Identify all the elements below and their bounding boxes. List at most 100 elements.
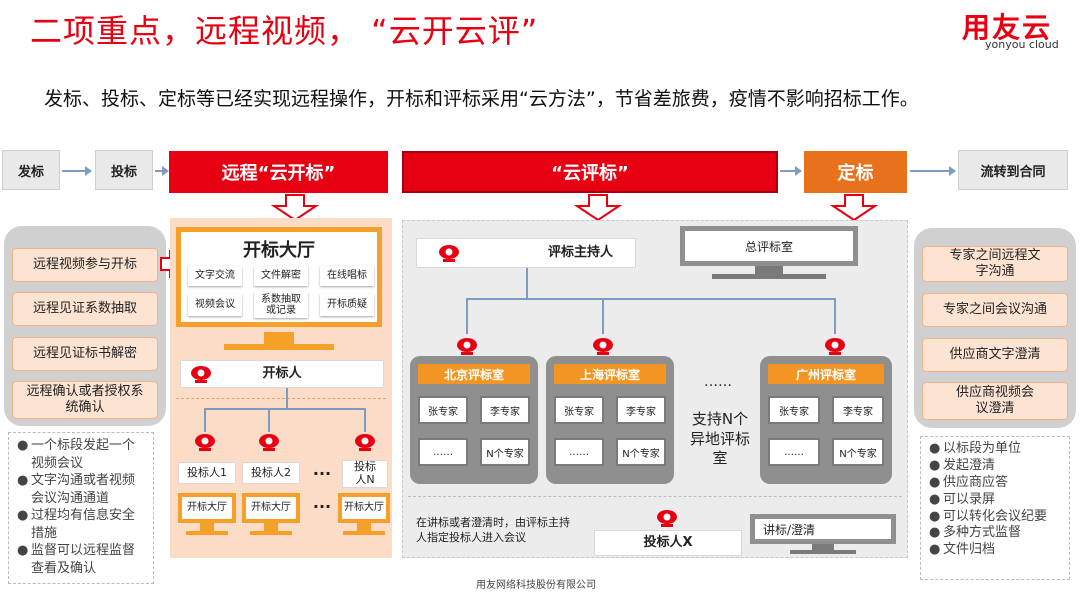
bullet-item: ●供应商应答 [929, 474, 1009, 490]
bidder-x-box: 投标人X [594, 530, 742, 556]
right-feature-item: 供应商文字澄清 [922, 338, 1068, 372]
left-feature-item: 远程见证系数抽取 [12, 292, 158, 326]
step-fabiao: 发标 [2, 150, 60, 190]
divider [408, 496, 902, 497]
bullet-item: ●文件归档 [929, 542, 996, 558]
bullet-item: ●一个标段发起一个视频会议 [17, 438, 136, 471]
expert-monitor: 李专家 [616, 396, 666, 424]
flow-arrow [780, 166, 802, 176]
phase-dingbiao: 定标 [804, 151, 907, 193]
flow-arrow [910, 166, 956, 176]
monitor-stand [200, 523, 214, 531]
monitor-base [250, 531, 292, 535]
expert-monitor: …… [768, 438, 820, 466]
connector-line [466, 298, 836, 300]
monitor-stand [264, 332, 294, 344]
phase-kaibiao: 远程“云开标” [169, 151, 388, 193]
bullet-item: ●可以录屏 [929, 491, 996, 507]
bullet-item: ●多种方式监督 [929, 525, 1022, 541]
opener-box: 开标人 [180, 360, 384, 388]
camera-icon [825, 338, 845, 355]
right-feature-item: 专家之间会议沟通 [922, 293, 1068, 327]
connector-line [204, 408, 206, 432]
camera-icon [457, 338, 477, 355]
expert-monitor: N个专家 [832, 438, 884, 466]
monitor-stand [755, 266, 783, 274]
bidder-hall-monitor: 开标大厅 [242, 493, 300, 523]
room-title: 北京评标室 [418, 364, 530, 384]
connector-line [364, 408, 366, 432]
right-bullet-list: ●以标段为单位 ●发起澄清 ●供应商应答 ●可以录屏 ●可以转化会议纪要 ●多种… [920, 436, 1070, 580]
connector-line [268, 408, 270, 432]
bidder-hall-monitor: 开标大厅 [338, 493, 390, 523]
monitor-stand [812, 544, 834, 550]
page-subtitle: 发标、投标、定标等已经实现远程操作，开标和评标采用“云方法”，节省差旅费，疫情不… [44, 88, 919, 110]
hall-tile: 系数抽取或记录 [254, 292, 308, 318]
bullet-item: ●过程均有信息安全措施 [17, 508, 136, 541]
camera-icon [191, 366, 211, 383]
ellipsis: …… [704, 374, 732, 390]
phase-pingbiao: “云评标” [402, 151, 778, 193]
flow-arrow [155, 166, 169, 176]
page-title: 二项重点，远程视频， “云开云评” [30, 12, 539, 50]
camera-icon [355, 434, 375, 451]
ellipsis: ··· [312, 497, 332, 516]
bidder-hall-monitor: 开标大厅 [178, 493, 236, 523]
connector-line [602, 298, 604, 334]
expert-monitor: 张专家 [768, 396, 820, 424]
expert-monitor: N个专家 [480, 438, 530, 466]
left-feature-item: 远程见证标书解密 [12, 337, 158, 371]
brand-logo-subtitle: yonyou cloud [985, 38, 1059, 51]
expert-monitor: 张专家 [418, 396, 468, 424]
monitor-base [712, 274, 826, 279]
support-note: 支持N个异地评标室 [689, 410, 750, 467]
kaibiao-hall-title: 开标大厅 [243, 240, 315, 261]
hall-tile: 开标质疑 [320, 294, 374, 316]
monitor-base [186, 531, 228, 535]
clarify-monitor: 讲标/澄清 [750, 514, 896, 544]
hall-tile: 文字交流 [188, 266, 242, 286]
connector-line [526, 268, 528, 298]
bullet-item: ●可以转化会议纪要 [929, 508, 1048, 524]
down-arrow-icon [573, 194, 623, 222]
camera-icon [259, 434, 279, 451]
expert-monitor: N个专家 [616, 438, 666, 466]
bullet-item: ●文字沟通或者视频会议沟通通道 [17, 473, 136, 506]
step-toubiao: 投标 [95, 150, 153, 190]
left-feature-item: 远程确认或者授权系统确认 [12, 381, 158, 419]
camera-icon [593, 338, 613, 355]
camera-icon [195, 434, 215, 451]
camera-icon [657, 510, 677, 527]
hall-tile: 视频会议 [188, 294, 242, 316]
expert-monitor: …… [418, 438, 468, 466]
monitor-stand [264, 523, 278, 531]
room-title: 广州评标室 [768, 364, 884, 384]
right-feature-item: 专家之间远程文字沟通 [922, 246, 1068, 282]
room-title: 上海评标室 [554, 364, 666, 384]
expert-monitor: 李专家 [480, 396, 530, 424]
divider [176, 398, 386, 399]
expert-monitor: 张专家 [554, 396, 604, 424]
down-arrow-icon [829, 194, 879, 222]
clarify-note: 在讲标或者澄清时，由评标主持人指定投标人进入会议 [416, 516, 570, 544]
connector-line [834, 298, 836, 334]
bidder-label: 投标人1 [178, 462, 236, 484]
left-feature-item: 远程视频参与开标 [12, 248, 158, 282]
footer-company: 用友网络科技股份有限公司 [476, 580, 596, 591]
flow-arrow [62, 166, 92, 176]
bullet-item: ●发起澄清 [929, 457, 996, 473]
connector-line [286, 388, 288, 408]
camera-icon [439, 245, 459, 262]
expert-monitor: 李专家 [832, 396, 884, 424]
expert-monitor: …… [554, 438, 604, 466]
left-bullet-list: ●一个标段发起一个视频会议 ●文字沟通或者视频会议沟通通道 ●过程均有信息安全措… [8, 432, 154, 584]
right-feature-item: 供应商视频会议澄清 [922, 382, 1068, 420]
monitor-base [790, 550, 856, 554]
hall-tile: 在线唱标 [320, 266, 374, 286]
main-room-monitor: 总评标室 [680, 226, 858, 266]
bullet-item: ●监督可以远程监督查看及确认 [17, 543, 136, 576]
monitor-base [224, 344, 334, 350]
down-arrow-icon [270, 194, 320, 222]
brand-logo: 用友云 [962, 11, 1053, 44]
connector-line [204, 408, 366, 410]
